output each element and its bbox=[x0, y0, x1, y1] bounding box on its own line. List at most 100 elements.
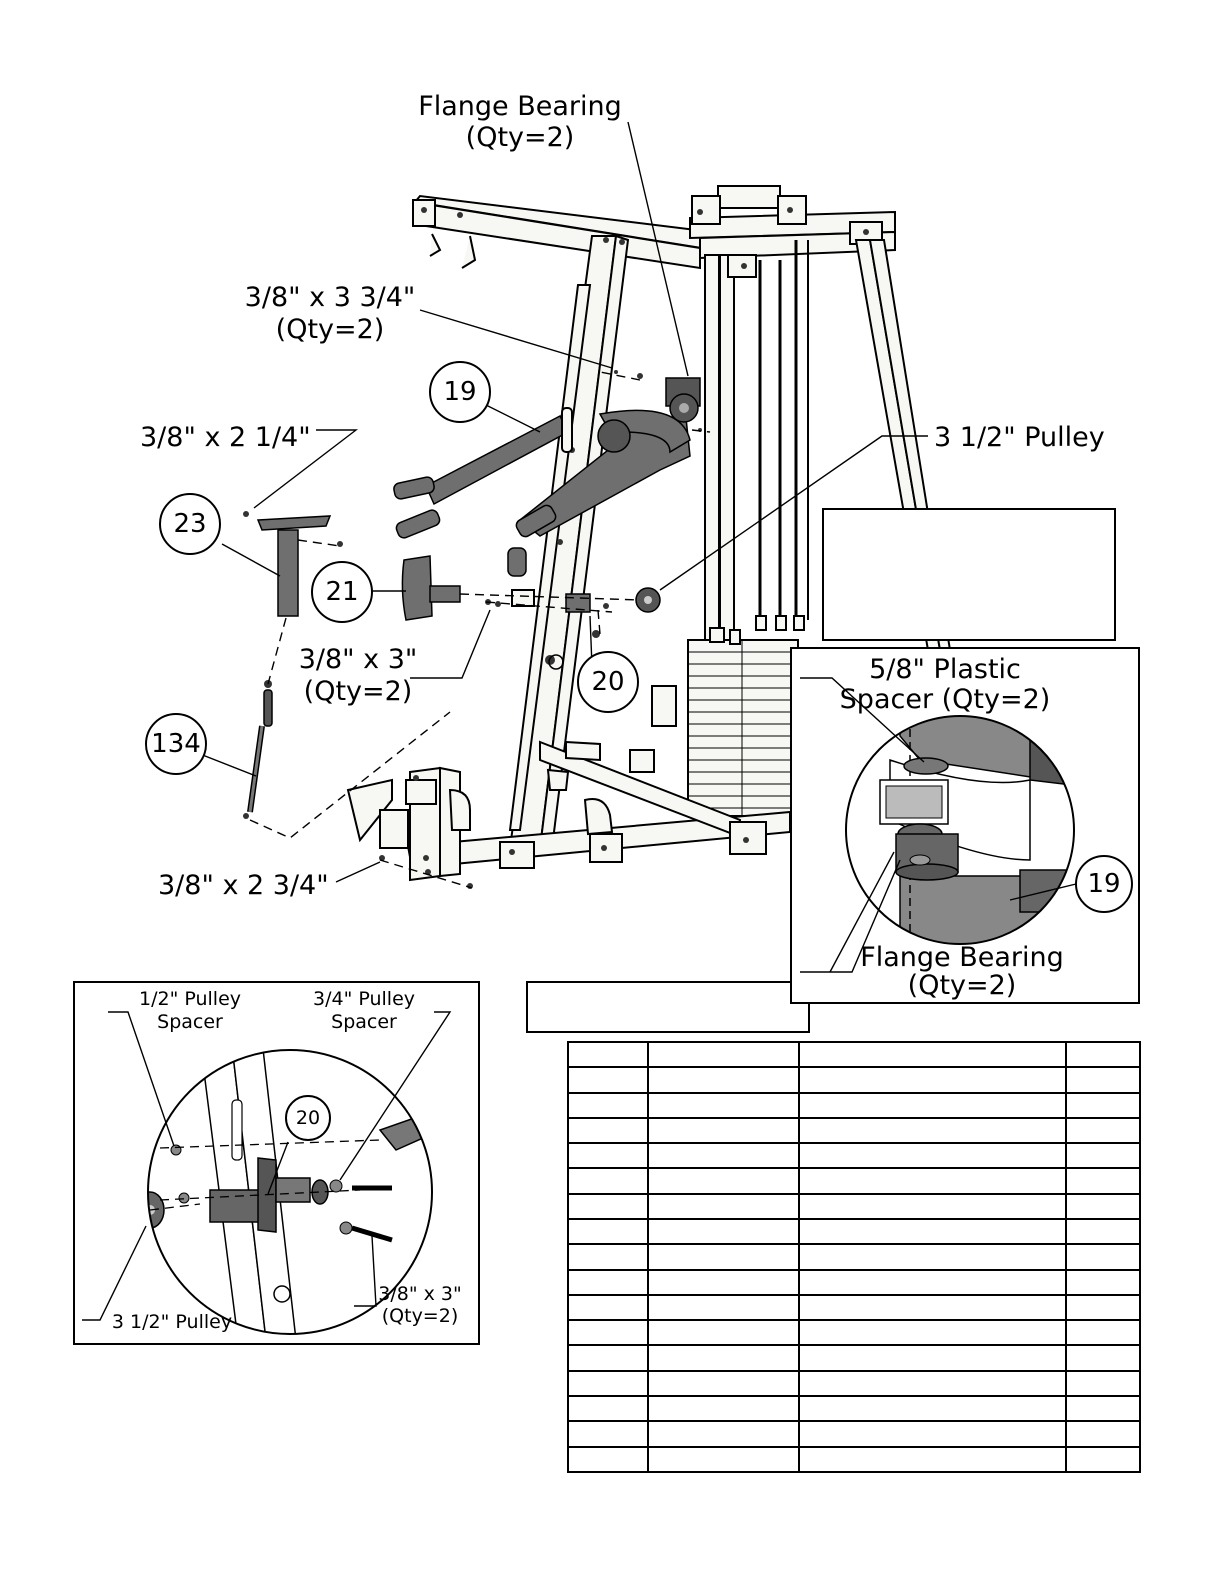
table-cell bbox=[798, 1268, 1067, 1296]
table-row bbox=[567, 1420, 1141, 1448]
table-cell bbox=[798, 1192, 1067, 1220]
table-cell bbox=[798, 1369, 1067, 1397]
table-row bbox=[567, 1192, 1141, 1220]
callout-21: 21 bbox=[311, 561, 373, 623]
table-cell bbox=[1065, 1040, 1141, 1069]
table-cell bbox=[1065, 1319, 1141, 1347]
table-row bbox=[567, 1344, 1141, 1372]
table-cell bbox=[647, 1217, 800, 1246]
table-cell bbox=[647, 1268, 800, 1296]
table-row bbox=[567, 1091, 1141, 1119]
table-cell bbox=[567, 1293, 649, 1322]
callout-20: 20 bbox=[577, 651, 639, 713]
bolt-detail-label: 3/8" x 3" bbox=[378, 1283, 461, 1305]
table-cell bbox=[1065, 1268, 1141, 1296]
table-row bbox=[567, 1217, 1141, 1246]
callout-19-detail bbox=[1075, 855, 1133, 913]
table-cell bbox=[567, 1243, 649, 1271]
table-cell bbox=[647, 1243, 800, 1271]
table-cell bbox=[647, 1192, 800, 1220]
svg-text:21: 21 bbox=[325, 577, 358, 607]
table-cell bbox=[647, 1344, 800, 1372]
bolt-detail-qty: (Qty=2) bbox=[382, 1305, 458, 1327]
table-cell bbox=[567, 1369, 649, 1397]
assembly-lines bbox=[249, 371, 711, 889]
table-cell bbox=[647, 1167, 800, 1195]
part-23-bracket bbox=[243, 511, 343, 617]
bolt-3-8x3-label: 3/8" x 3" bbox=[299, 644, 418, 675]
part-21-plate bbox=[401, 555, 461, 621]
table-cell bbox=[567, 1116, 649, 1145]
table-cell bbox=[567, 1445, 649, 1473]
callout-20-detail bbox=[285, 1095, 331, 1141]
flange-bearing-qty-1: (Qty=2) bbox=[466, 122, 575, 153]
svg-text:19: 19 bbox=[443, 377, 476, 407]
table-cell bbox=[567, 1167, 649, 1195]
table-cell bbox=[798, 1420, 1067, 1448]
table-cell bbox=[1065, 1243, 1141, 1271]
svg-text:20: 20 bbox=[591, 667, 624, 697]
pulley-3-1-2 bbox=[635, 587, 661, 613]
table-row bbox=[567, 1445, 1141, 1473]
leader-lines bbox=[199, 121, 928, 883]
detail-right: 5/8" Plastic Spacer (Qty=2) 19 Flange Be… bbox=[790, 647, 1140, 1004]
table-cell bbox=[1065, 1445, 1141, 1473]
table-row bbox=[567, 1066, 1141, 1094]
table-cell bbox=[798, 1167, 1067, 1195]
plastic-spacer-label: 5/8" Plastic bbox=[869, 654, 1021, 685]
table-cell bbox=[798, 1116, 1067, 1145]
table-cell bbox=[798, 1344, 1067, 1372]
bolt-3-8x2-3-4-label: 3/8" x 2 3/4" bbox=[158, 870, 329, 901]
table-row bbox=[567, 1243, 1141, 1271]
table-cell bbox=[798, 1319, 1067, 1347]
table-row bbox=[567, 1040, 1141, 1069]
table-cell bbox=[798, 1445, 1067, 1473]
detail-left: 1/2" Pulley Spacer 3/4" Pulley Spacer 20… bbox=[73, 981, 480, 1345]
parts-table bbox=[567, 1040, 1141, 1473]
table-row bbox=[567, 1268, 1141, 1296]
callout-19-detail-text: 19 bbox=[1087, 869, 1120, 899]
table-cell bbox=[567, 1091, 649, 1119]
table-row bbox=[567, 1293, 1141, 1322]
table-row bbox=[567, 1394, 1141, 1423]
table-cell bbox=[647, 1066, 800, 1094]
bolt-3-8x3-qty: (Qty=2) bbox=[304, 676, 413, 707]
weight-stack bbox=[687, 615, 805, 817]
table-cell bbox=[567, 1268, 649, 1296]
table-cell bbox=[567, 1394, 649, 1423]
pulley-detail-label: 3 1/2" Pulley bbox=[112, 1311, 232, 1333]
pulley-3-1-2-label: 3 1/2" Pulley bbox=[934, 422, 1105, 453]
table-cell bbox=[1065, 1420, 1141, 1448]
bolt-3-8x3-3-4-qty: (Qty=2) bbox=[276, 314, 385, 345]
table-cell bbox=[798, 1243, 1067, 1271]
table-cell bbox=[647, 1319, 800, 1347]
table-cell bbox=[647, 1091, 800, 1119]
table-cell bbox=[1065, 1344, 1141, 1372]
bolt-3-8x2-1-4-label: 3/8" x 2 1/4" bbox=[140, 422, 311, 453]
half-inch-spacer-label-2: Spacer bbox=[157, 1011, 223, 1033]
callout-20-detail-text: 20 bbox=[296, 1107, 320, 1129]
table-cell bbox=[567, 1217, 649, 1246]
svg-text:134: 134 bbox=[151, 729, 201, 759]
note-box-lower bbox=[526, 981, 810, 1033]
callout-134: 134 bbox=[145, 713, 207, 775]
table-cell bbox=[647, 1142, 800, 1170]
table-cell bbox=[1065, 1394, 1141, 1423]
table-row bbox=[567, 1167, 1141, 1195]
table-row bbox=[567, 1116, 1141, 1145]
table-cell bbox=[647, 1394, 800, 1423]
table-cell bbox=[567, 1420, 649, 1448]
half-inch-spacer-label: 1/2" Pulley bbox=[139, 988, 241, 1010]
flange-bearing-qty-2: (Qty=2) bbox=[908, 970, 1017, 1001]
part-19-arm bbox=[393, 377, 701, 577]
callout-23: 23 bbox=[159, 493, 221, 555]
table-cell bbox=[1065, 1091, 1141, 1119]
table-cell bbox=[567, 1319, 649, 1347]
flange-bearing-label-2: Flange Bearing bbox=[860, 942, 1064, 973]
table-cell bbox=[798, 1066, 1067, 1094]
table-cell bbox=[1065, 1167, 1141, 1195]
table-cell bbox=[798, 1217, 1067, 1246]
bolt-3-8x3-3-4-label: 3/8" x 3 3/4" bbox=[245, 282, 416, 313]
table-row bbox=[567, 1142, 1141, 1170]
table-cell bbox=[1065, 1293, 1141, 1322]
